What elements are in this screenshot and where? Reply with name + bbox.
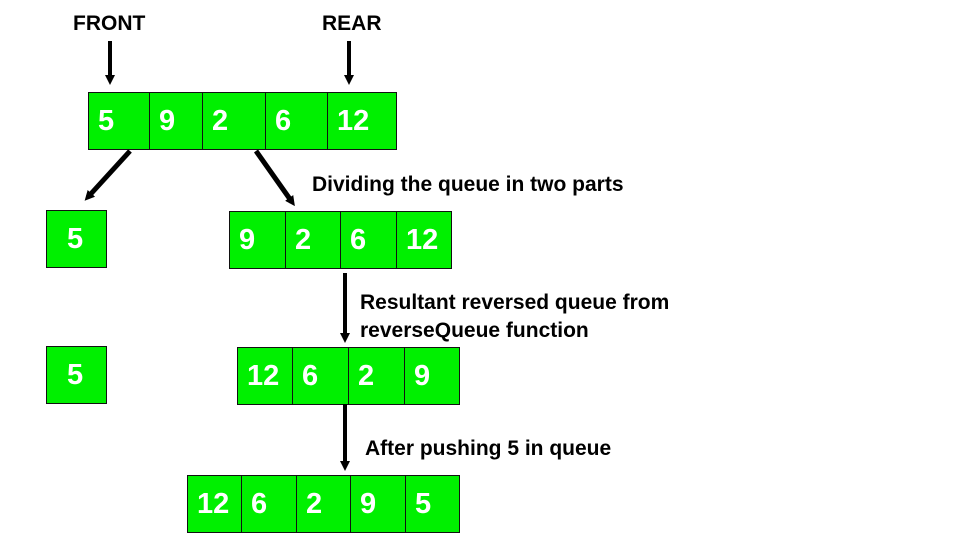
held-front-queue: 5 <box>46 346 107 404</box>
rest-part-queue: 9 2 6 12 <box>229 211 452 269</box>
divide-caption: Dividing the queue in two parts <box>312 173 624 196</box>
original-queue: 5 9 2 6 12 <box>88 92 397 150</box>
queue-cell: 6 <box>292 347 349 405</box>
split-left-arrow <box>84 149 132 201</box>
front-part-queue: 5 <box>46 210 107 268</box>
queue-cell: 5 <box>405 475 460 533</box>
queue-cell: 6 <box>241 475 297 533</box>
queue-cell: 2 <box>202 92 266 150</box>
reverse-caption-line1: Resultant reversed queue from <box>360 291 670 314</box>
reversed-queue: 12 6 2 9 <box>237 347 460 405</box>
final-queue: 12 6 2 9 5 <box>187 475 460 533</box>
push-caption: After pushing 5 in queue <box>365 437 612 460</box>
queue-cell: 2 <box>296 475 351 533</box>
queue-cell: 5 <box>46 210 107 268</box>
queue-cell: 12 <box>396 211 452 269</box>
queue-cell: 9 <box>404 347 460 405</box>
queue-cell: 2 <box>348 347 405 405</box>
queue-cell: 5 <box>88 92 150 150</box>
queue-cell: 12 <box>327 92 397 150</box>
split-right-arrow <box>253 149 295 207</box>
queue-cell: 5 <box>46 346 107 404</box>
front-pointer-label: FRONT <box>73 12 146 35</box>
reverse-caption-line2: reverseQueue function <box>360 319 589 342</box>
queue-cell: 6 <box>340 211 397 269</box>
queue-cell: 9 <box>229 211 286 269</box>
rear-pointer-label: REAR <box>322 12 382 35</box>
queue-cell: 12 <box>187 475 242 533</box>
queue-cell: 6 <box>265 92 328 150</box>
reverse-caption: Resultant reversed queue from reverseQue… <box>360 289 669 345</box>
queue-cell: 12 <box>237 347 293 405</box>
queue-cell: 2 <box>285 211 341 269</box>
